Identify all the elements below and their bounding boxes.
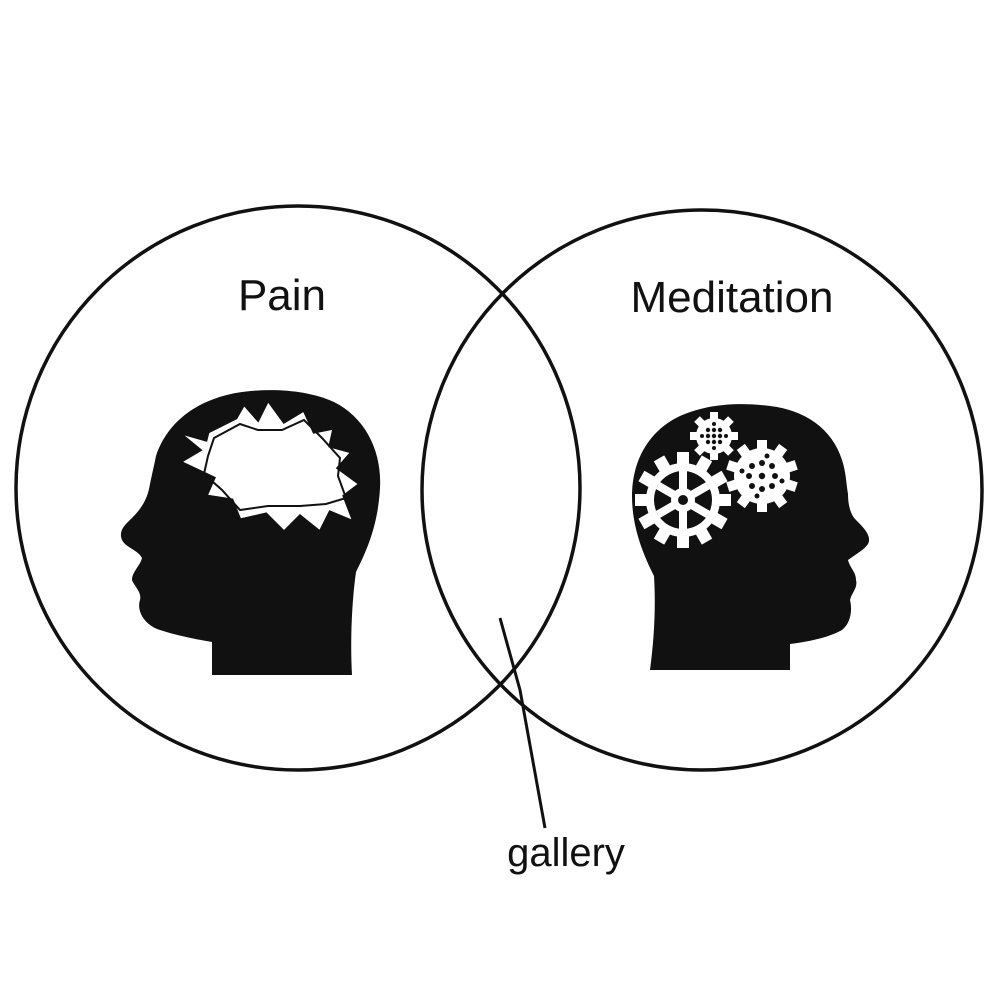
gallery-callout-line [498,617,547,829]
pain-circle [14,204,582,772]
small-gear [690,412,738,460]
medium-gear [726,440,798,512]
head-with-gears-icon [632,404,870,670]
pain-label: Pain [238,271,326,320]
head-with-lightning-burst-icon [120,390,381,675]
large-gear [635,452,731,548]
gallery-label: gallery [507,831,625,875]
lightning-burst-inner-outline [202,418,348,512]
meditation-circle [420,208,984,772]
meditation-label: Meditation [630,273,833,322]
